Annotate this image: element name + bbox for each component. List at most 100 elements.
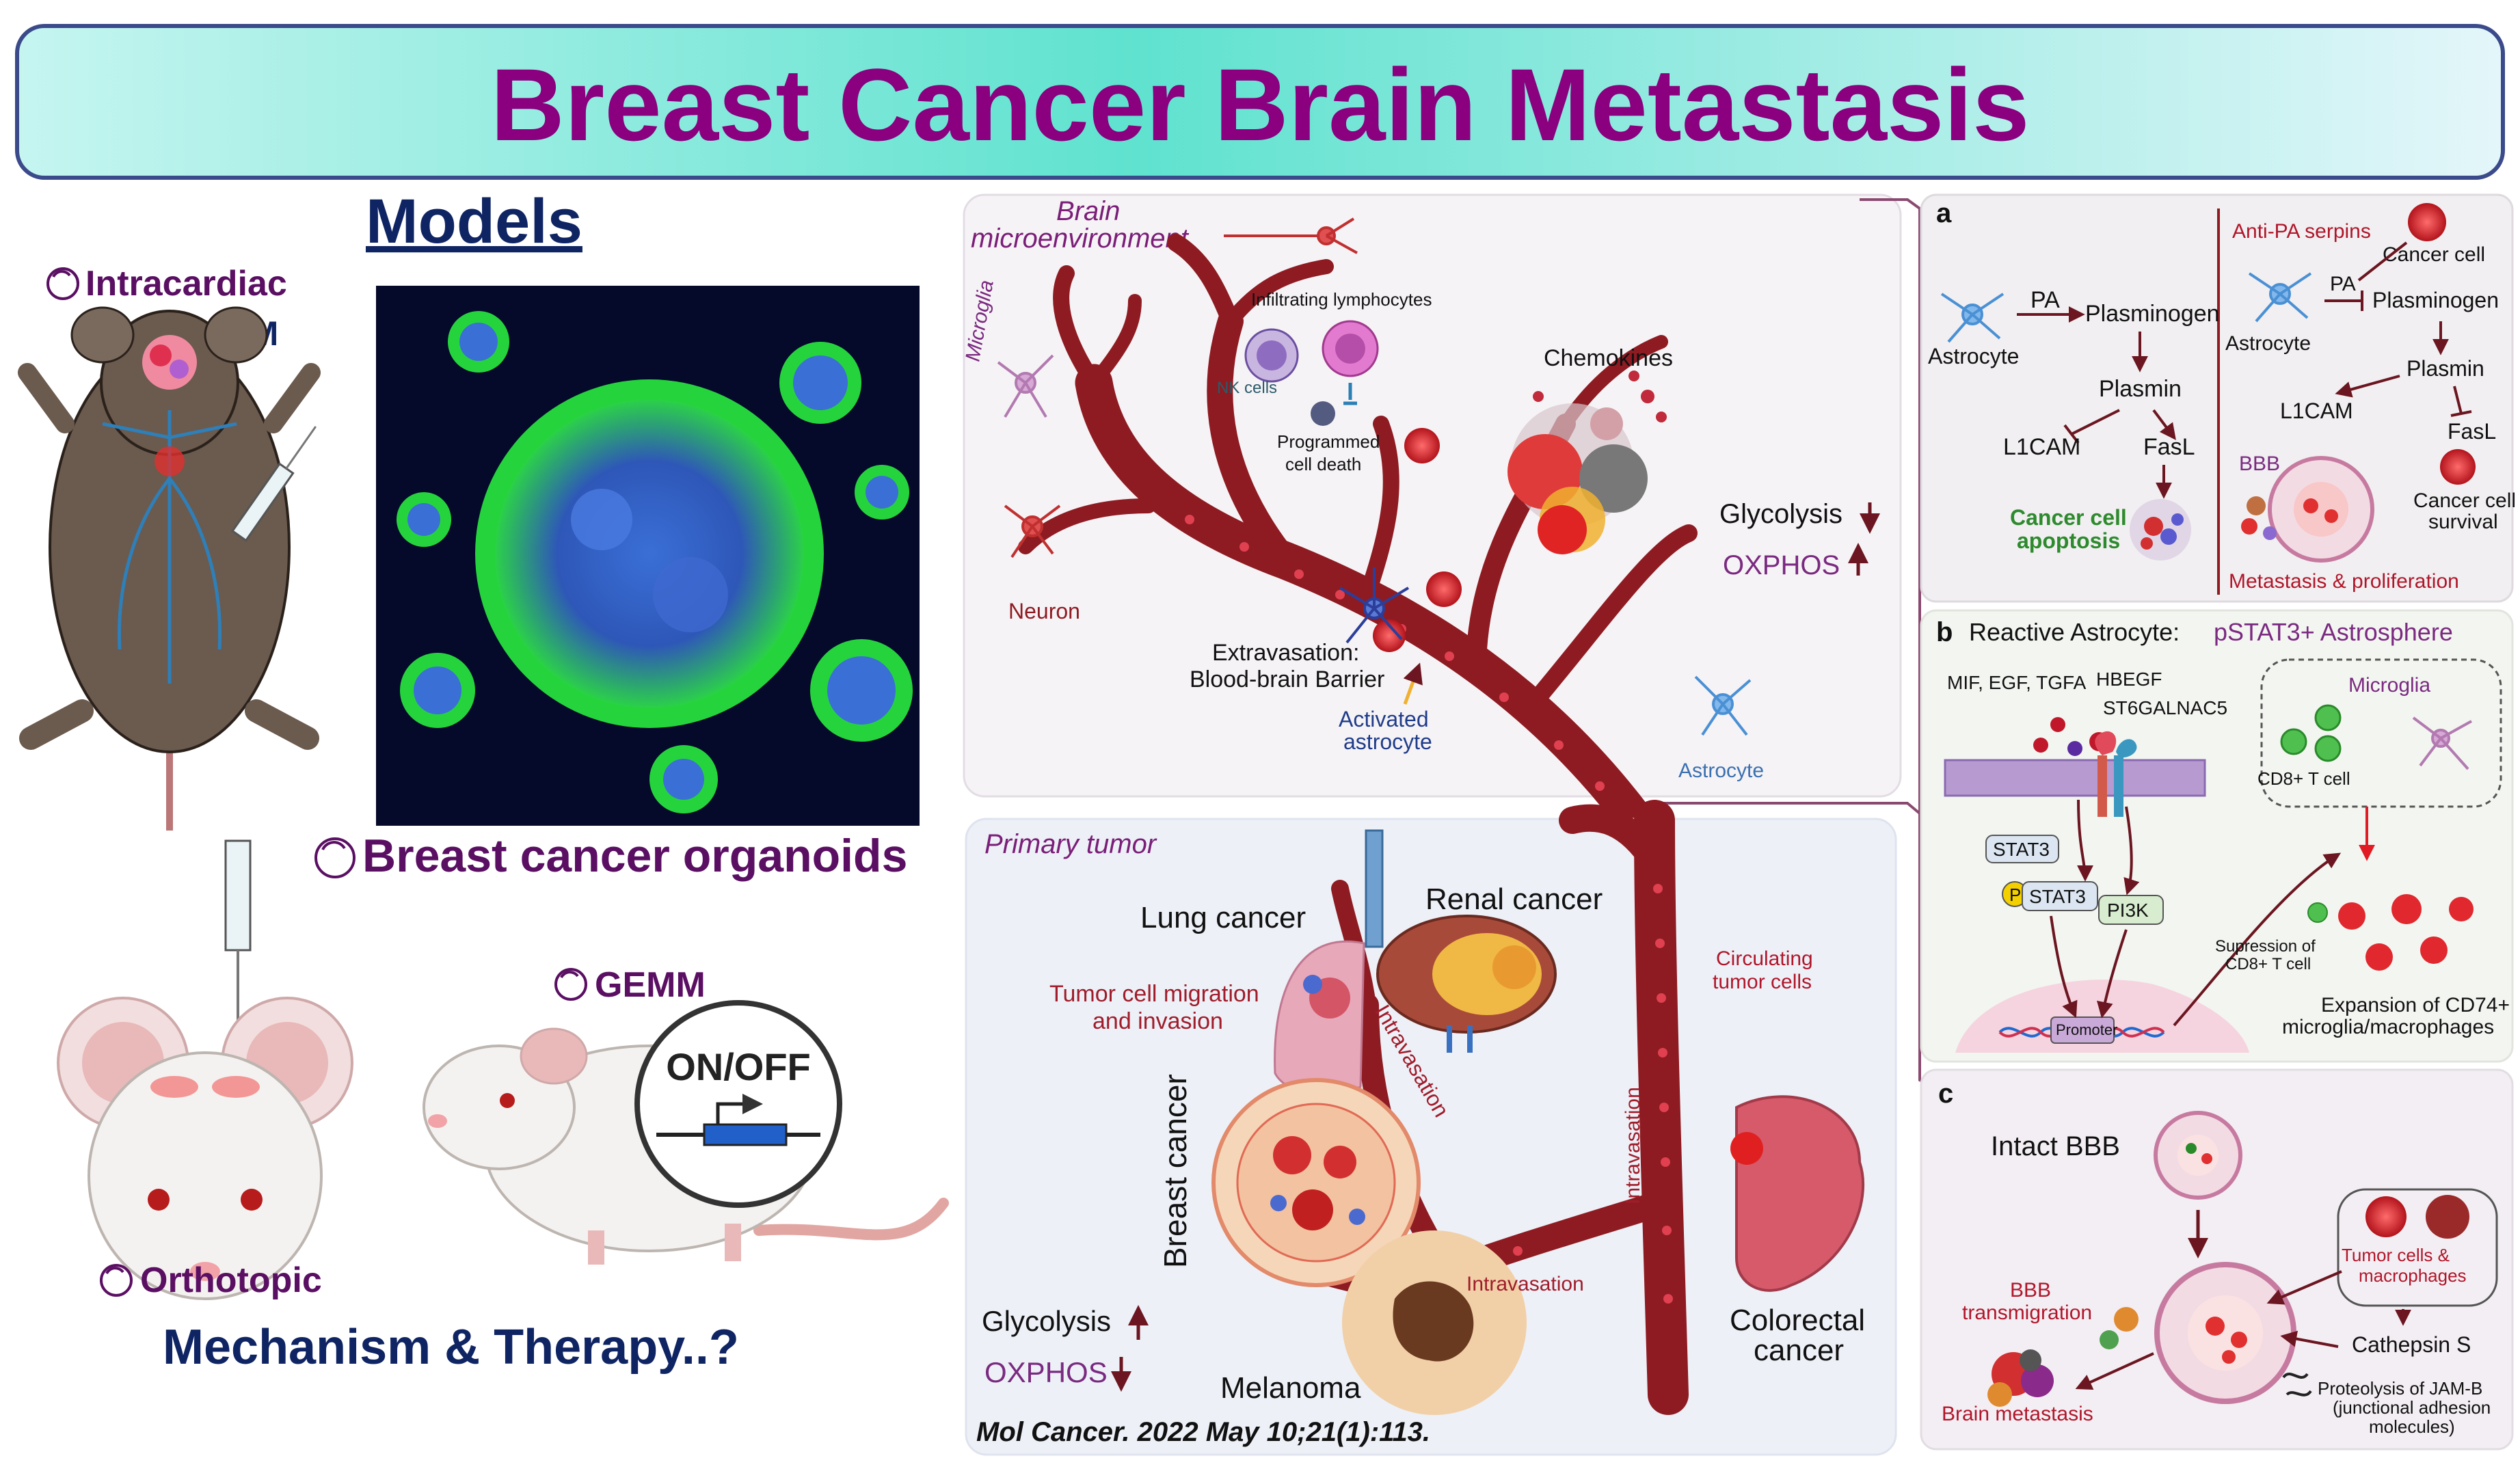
intravasation-label-3: Intravasation: [1466, 1273, 1584, 1295]
page-title: Breast Cancer Brain Metastasis: [490, 47, 2029, 162]
cd8-label: CD8+ T cell: [2257, 768, 2350, 789]
lung-icon: [1274, 829, 1384, 1095]
arrow: [2152, 409, 2176, 440]
pi3k-box: [2098, 895, 2164, 925]
circulating-label-2: tumor cells: [1713, 971, 1812, 993]
proteolysis-label: Proteolysis of JAM-B: [2318, 1378, 2482, 1399]
apoptosis-label-2: apoptosis: [2017, 528, 2120, 553]
suppression-label: Supression of: [2215, 937, 2316, 956]
brain-section-title: Brain: [1056, 196, 1120, 226]
cd8-t-cell-icon: [2280, 704, 2342, 762]
cancer-cell-icon: [2440, 449, 2476, 485]
melanoma-label: Melanoma: [1220, 1371, 1361, 1405]
inhibit-line: [2324, 291, 2363, 311]
nk-cells-label: NK cells: [1217, 379, 1277, 397]
tumor-cell: [1426, 571, 1462, 607]
circulating-label: Circulating: [1716, 947, 1813, 970]
pi3k-label: PI3K: [2107, 900, 2149, 921]
astrocyte-icon: [1940, 293, 2005, 343]
lung-cancer-label: Lung cancer: [1140, 901, 1306, 934]
stat3-box: [1985, 835, 2059, 863]
transmigration-bbb-icon: [2100, 1262, 2296, 1404]
orthotopic-mouse: [57, 839, 353, 1300]
migration-label-2: and invasion: [1093, 1008, 1223, 1034]
orthotopic-label: Orthotopic: [140, 1261, 322, 1300]
plasminogen-label: Plasminogen: [2085, 301, 2220, 327]
activated-astrocyte-icon: [1339, 567, 1410, 644]
neuron-icon: [1224, 217, 1358, 254]
title-banner: [15, 24, 2505, 180]
primary-oxphos-label: OXPHOS: [984, 1356, 1108, 1388]
fasl-label: FasL: [2143, 434, 2195, 460]
suppression-label-2: CD8+ T cell: [2225, 955, 2311, 973]
tumor-cell-icon: [2365, 1196, 2407, 1237]
arrow: [2050, 915, 2078, 1019]
astrocyte-icon: [1694, 675, 1752, 736]
survival-label: Cancer cell: [2413, 489, 2516, 512]
proteolysis-icon: [2282, 1373, 2312, 1397]
arrow: [2123, 806, 2140, 895]
astrocyte-label: Astrocyte: [1678, 759, 1764, 782]
inhibit-line: [2063, 409, 2120, 444]
microglia-box: [2260, 658, 2502, 808]
arrow: [2335, 375, 2400, 398]
hbegf-label: HBEGF: [2096, 669, 2162, 690]
survival-label-2: survival: [2428, 511, 2498, 533]
l1cam2-label: L1CAM: [2280, 399, 2353, 423]
on-off-switch-icon: [634, 1000, 842, 1208]
activated-astrocyte-label-2: astrocyte: [1343, 729, 1432, 754]
bbb-trans-label-2: transmigration: [1962, 1302, 2092, 1324]
breast-cancer-label: Breast cancer: [1157, 1074, 1193, 1268]
microglia-icon: [2412, 716, 2472, 770]
tumor-macro-label-2: macrophages: [2359, 1265, 2467, 1286]
bbb-vessel-icon: [2241, 456, 2374, 563]
bbb-trans-label: BBB: [2010, 1279, 2051, 1302]
connector-line: [1648, 802, 1921, 815]
mechanism-question: Mechanism & Therapy..?: [163, 1320, 739, 1375]
arrow: [2076, 799, 2093, 882]
spiral-icon: [314, 837, 356, 878]
panel-c-letter: c: [1938, 1079, 1953, 1109]
chemokines-cluster: [1507, 370, 1667, 554]
ligands-label: MIF, EGF, TGFA: [1947, 672, 2087, 693]
on-off-label: ON/OFF: [666, 1045, 811, 1088]
neuron-label: Neuron: [1008, 599, 1080, 623]
panel-c: [1920, 1068, 2514, 1451]
organoid-image: [376, 286, 920, 826]
models-heading: Models: [366, 187, 582, 256]
colorectal-label: Colorectal: [1730, 1304, 1865, 1337]
promoter-label: Promoter: [2056, 1021, 2117, 1038]
intracardiac-label: Intracardiac: [85, 264, 287, 304]
cathepsin-label: Cathepsin S: [2352, 1332, 2471, 1357]
microglia-label: Microglia: [2348, 674, 2430, 697]
receptor-icon: [2095, 731, 2137, 817]
colorectal-label-2: cancer: [1754, 1334, 1844, 1367]
citation-text: Mol Cancer. 2022 May 10;21(1):113.: [976, 1417, 1430, 1447]
brain-panel: [963, 193, 1902, 798]
primary-section-title: Primary tumor: [984, 829, 1157, 859]
metastasis-label: Metastasis & proliferation: [2229, 570, 2459, 593]
astrocyte-label: Astrocyte: [1928, 344, 2019, 368]
expansion-label: Expansion of CD74+: [2321, 994, 2510, 1016]
tumor-cell: [1373, 619, 1406, 652]
arrow: [2357, 241, 2408, 282]
melanoma-icon: [1342, 1230, 1527, 1415]
spiral-icon: [46, 267, 79, 300]
astrocyte-icon: [2248, 272, 2312, 323]
tumor-cell: [1404, 428, 1440, 463]
inhibit-line: [2450, 386, 2472, 417]
intravasation-label-2: Intravasation: [1622, 1087, 1644, 1204]
stat3p-label: STAT3: [2029, 886, 2086, 907]
brain-met-label: Brain metastasis: [1942, 1403, 2093, 1425]
stat3p-box: [2022, 881, 2098, 911]
spiral-icon: [100, 1264, 133, 1297]
cd74-microglia-icon: [2338, 894, 2474, 971]
proteolysis-label-3: molecules): [2369, 1416, 2455, 1437]
pa-label: PA: [2030, 287, 2060, 313]
nk-cells-icon: [1244, 320, 1379, 426]
pointer-arrow: [1403, 662, 1423, 705]
colorectal-icon: [1730, 1095, 1865, 1292]
astrocyte2-label: Astrocyte: [2225, 332, 2311, 355]
